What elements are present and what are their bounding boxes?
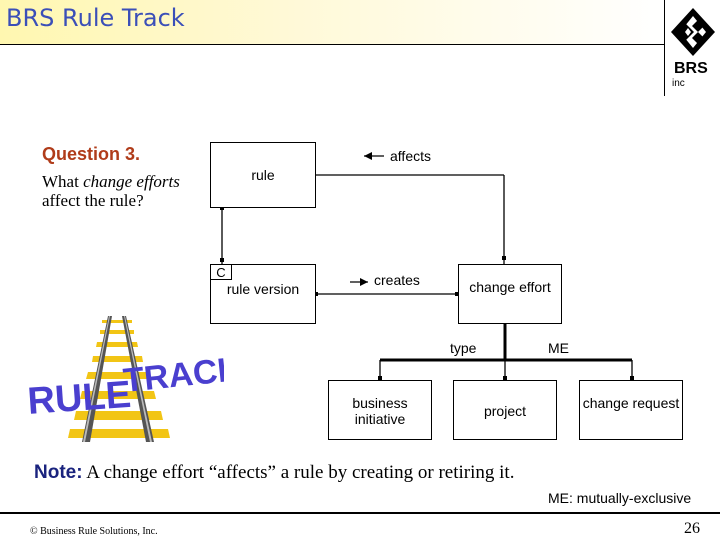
note-label: Note: <box>34 462 83 483</box>
project-entity-box: project <box>453 380 557 440</box>
rule-entity-box: rule <box>210 142 316 208</box>
logo-subtext: inc <box>672 78 685 89</box>
title-bar <box>0 0 664 44</box>
footer-divider <box>0 512 720 514</box>
slide-title: BRS Rule Track <box>6 4 185 32</box>
c-marker-box: C <box>210 264 232 280</box>
title-divider <box>0 44 664 45</box>
brs-logo-icon <box>671 8 715 56</box>
rule-version-entity-label: rule version <box>226 281 300 297</box>
business-initiative-entity-box: business initiative <box>328 380 432 440</box>
page-number: 26 <box>684 520 700 537</box>
copyright-text: © Business Rule Solutions, Inc. <box>30 526 158 537</box>
logo-text: BRS <box>674 60 708 77</box>
question-text: What change efforts affect the rule? <box>42 172 180 210</box>
change-request-entity-label: change request <box>582 395 680 411</box>
question-title: Question 3. <box>42 144 141 164</box>
change-request-entity-box: change request <box>579 380 683 440</box>
change-effort-entity-label: change effort <box>469 279 551 295</box>
me-label: ME <box>548 340 569 356</box>
railroad-rails <box>82 316 154 442</box>
rule-track-illustration: RULE TRACK <box>26 316 224 442</box>
rule-entity-label: rule <box>251 167 275 183</box>
type-label: type <box>450 340 477 356</box>
me-definition: ME: mutually-exclusive <box>548 490 692 506</box>
svg-text:RULE: RULE <box>26 374 132 423</box>
question-emphasis: change efforts <box>83 172 180 191</box>
c-marker-label: C <box>216 265 226 280</box>
project-entity-label: project <box>483 403 527 419</box>
affects-label: affects <box>390 148 431 164</box>
change-effort-entity-box: change effort <box>458 264 562 324</box>
business-initiative-entity-label: business initiative <box>352 395 408 427</box>
title-side-divider <box>664 0 665 96</box>
creates-label: creates <box>374 272 420 288</box>
note-text: Note: A change effort “affects” a rule b… <box>34 462 515 483</box>
